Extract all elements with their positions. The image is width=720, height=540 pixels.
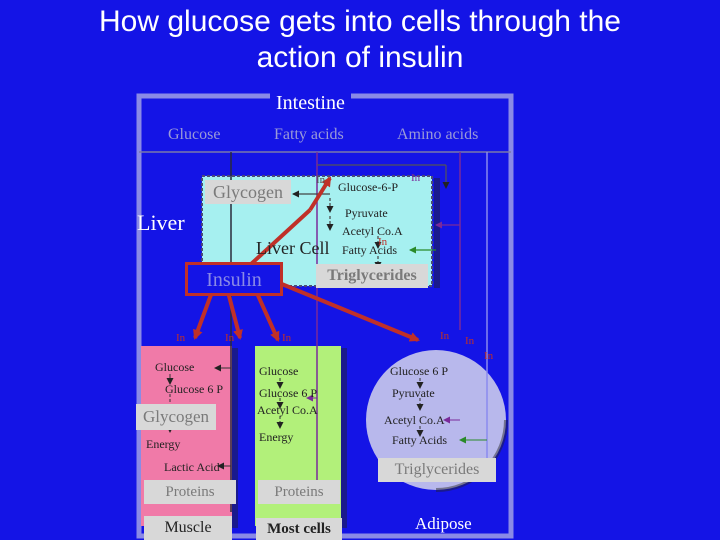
nutrient-fatty-acids: Fatty acids [274, 126, 344, 143]
muscle-step-glucose-6-p: Glucose 6 P [165, 382, 223, 396]
nutrient-glucose: Glucose [168, 126, 221, 143]
adipose-step-acetyl-coa: Acetyl Co.A [384, 413, 445, 427]
insulin-arrow-adipose [271, 278, 420, 342]
insulin-marker-liver-1: In [316, 174, 326, 186]
most-cells-proteins-box: Proteins [258, 480, 340, 504]
insulin-marker-muscle-2: In [225, 332, 235, 344]
intestine-label: Intestine [270, 92, 351, 115]
insulin-marker-most-cells: In [282, 332, 292, 344]
insulin-marker-muscle-1: In [176, 332, 186, 344]
title-line-1: How glucose gets into cells through the [99, 5, 621, 38]
insulin-marker-liver-2: In [411, 172, 421, 184]
liver-glycogen-box: Glycogen [205, 180, 291, 204]
most-cells-step-acetyl-coa: Acetyl Co.A [257, 403, 318, 417]
insulin-arrow-muscle-2 [226, 291, 243, 340]
muscle-step-energy: Energy [146, 437, 181, 451]
liver-step-acetyl-coa: Acetyl Co.A [342, 224, 403, 238]
muscle-step-lactic-acid: Lactic Acid [164, 460, 220, 474]
insulin-box: Insulin [185, 262, 283, 296]
insulin-marker-adipose-1: In [440, 330, 450, 342]
adipose-label: Adipose [415, 514, 472, 533]
liver-step-fatty-acids: Fatty Acids [342, 243, 398, 257]
muscle-glycogen-box: Glycogen [136, 404, 216, 430]
adipose-triglycerides-box: Triglycerides [378, 458, 496, 482]
liver-cell-label: Liver Cell [256, 238, 330, 258]
muscle-proteins-box: Proteins [144, 480, 236, 504]
nutrient-amino-acids: Amino acids [397, 126, 479, 143]
most-cells-step-glucose-6-p: Glucose 6 P [259, 386, 317, 400]
most-cells-step-energy: Energy [259, 430, 294, 444]
liver-step-glucose-6-p: Glucose-6-P [338, 180, 398, 194]
muscle-label: Muscle [144, 516, 232, 540]
liver-step-pyruvate: Pyruvate [345, 206, 388, 220]
title-line-2: action of insulin [256, 41, 464, 74]
insulin-marker-adipose-3: In [484, 350, 494, 362]
insulin-arrow-muscle [193, 291, 214, 340]
muscle-step-glucose: Glucose [155, 360, 195, 374]
liver-label: Liver [137, 210, 185, 235]
liver-triglycerides-box: Triglycerides [316, 264, 428, 288]
adipose-step-glucose-6-p: Glucose 6 P [390, 364, 448, 378]
most-cells-step-glucose: Glucose [259, 364, 299, 378]
insulin-marker-liver-3: In [378, 236, 388, 248]
most-cells-label: Most cells [256, 518, 342, 540]
slide-title: How glucose gets into cells through the … [0, 4, 720, 76]
insulin-marker-adipose-2: In [465, 335, 475, 347]
adipose-step-pyruvate: Pyruvate [392, 386, 435, 400]
adipose-step-fatty-acids: Fatty Acids [392, 433, 448, 447]
adipose-cell [366, 350, 506, 490]
insulin-arrow-liver [248, 208, 312, 267]
